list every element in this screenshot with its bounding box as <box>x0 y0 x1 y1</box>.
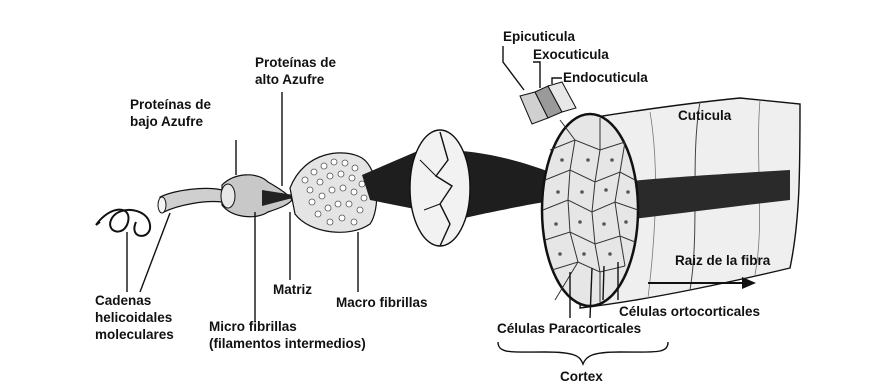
label-high-sulfur-line2: alto Azufre <box>255 71 336 88</box>
label-fiber-root: Raiz de la fibra <box>675 252 770 269</box>
label-low-sulfur-line1: Proteínas de <box>130 96 211 113</box>
label-exocuticle: Exocuticula <box>533 46 609 63</box>
cortex-brace <box>498 342 668 364</box>
label-matrix: Matriz <box>273 281 312 298</box>
label-helical-chains-line1: Cadenas <box>95 292 174 309</box>
helical-chains-illustration <box>96 210 150 236</box>
protofibril-illustration <box>158 188 222 213</box>
label-microfibrils-line1: Micro fibrillas <box>209 318 366 335</box>
label-helical-chains-line2: helicoidales <box>95 309 174 326</box>
label-paracortical-cells: Células Paracorticales <box>497 320 641 337</box>
label-epicuticle: Epicuticula <box>503 28 575 45</box>
label-microfibrils: Micro fibrillas (filamentos intermedios) <box>209 318 366 352</box>
cross-section-cells <box>542 114 638 306</box>
label-helical-chains: Cadenas helicoidales moleculares <box>95 292 174 343</box>
label-macrofibrils: Macro fibrillas <box>336 294 428 311</box>
label-low-sulfur-line2: bajo Azufre <box>130 113 211 130</box>
macrofibril-illustration <box>410 130 470 246</box>
label-microfibrils-line2: (filamentos intermedios) <box>209 335 366 352</box>
cuticle-layers <box>520 82 576 124</box>
microfibril-illustration <box>221 175 300 217</box>
label-high-sulfur-line1: Proteínas de <box>255 54 336 71</box>
label-orthocortical-cells: Células ortocorticales <box>619 303 760 320</box>
label-cortex: Cortex <box>560 368 603 385</box>
label-helical-chains-line3: moleculares <box>95 326 174 343</box>
label-low-sulfur-proteins: Proteínas de bajo Azufre <box>130 96 211 130</box>
label-cuticle: Cuticula <box>678 107 731 124</box>
matrix-cluster-illustration <box>290 153 377 232</box>
label-endocuticle: Endocuticula <box>563 69 648 86</box>
label-high-sulfur-proteins: Proteínas de alto Azufre <box>255 54 336 88</box>
